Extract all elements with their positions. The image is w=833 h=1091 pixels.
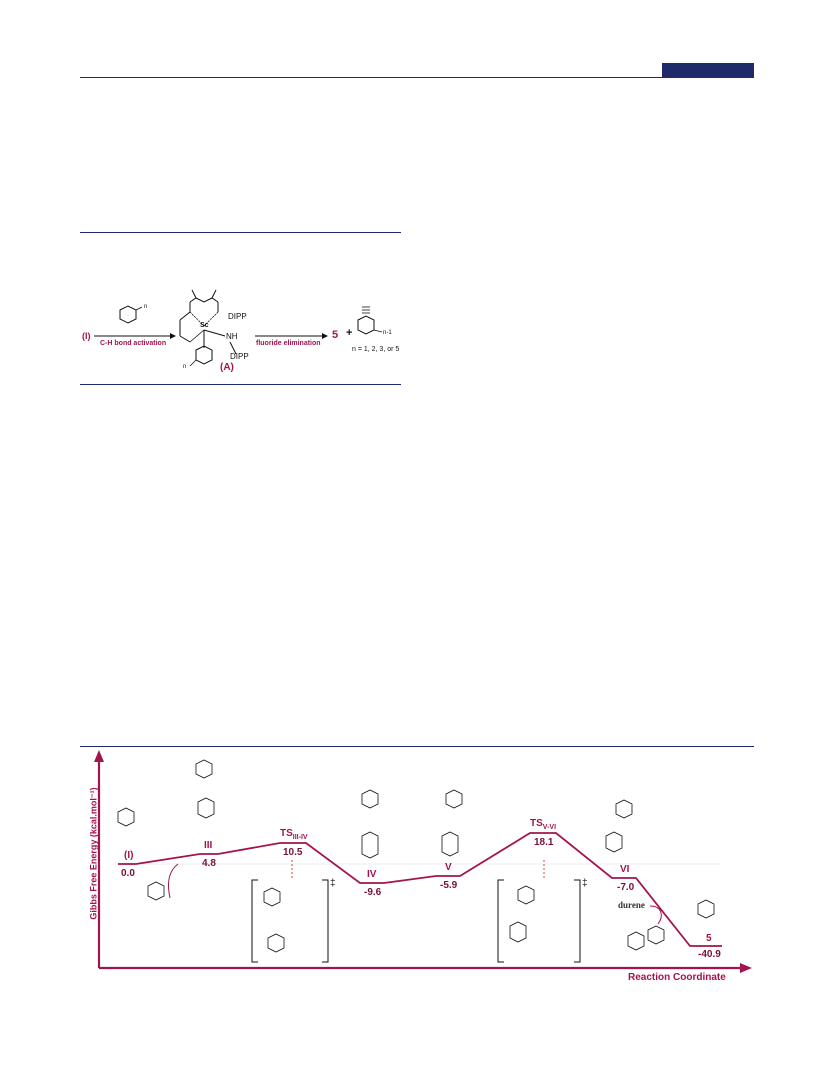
intermediate-label: (A) <box>220 362 234 373</box>
scheme-top-rule <box>80 232 401 233</box>
energy-value-v: -5.9 <box>440 880 458 891</box>
energy-value-i: 0.0 <box>121 868 135 879</box>
metal-label: Sc <box>200 322 209 329</box>
figure-top-rule <box>80 746 754 747</box>
dipp-label-1: DIPP <box>228 312 247 321</box>
ts2-sub: V-VI <box>542 824 557 831</box>
intermediate-sub: n <box>183 364 187 370</box>
ts1-sub: III-IV <box>292 834 308 841</box>
species-label-ts1: TSIII-IV <box>280 828 308 841</box>
scheme-bottom-rule <box>80 384 401 385</box>
species-label-iv: IV <box>367 869 377 880</box>
ts1-marker: ‡ <box>330 878 336 889</box>
ts2-main: TS <box>530 818 543 829</box>
species-label-i: (I) <box>124 850 134 861</box>
energy-value-iii: 4.8 <box>202 858 216 869</box>
structure-sketches <box>117 759 715 953</box>
durene-label: durene <box>618 900 645 910</box>
header-tab <box>662 63 754 78</box>
step2-label: fluoride elimination <box>256 340 321 347</box>
dipp-label-2: DIPP <box>230 352 249 361</box>
species-label-5: 5 <box>706 933 712 944</box>
energy-value-ts1: 10.5 <box>283 847 303 858</box>
energy-value-ts2: 18.1 <box>534 837 554 848</box>
ts1-main: TS <box>280 828 293 839</box>
scheme-drawing <box>94 289 383 367</box>
product-number: 5 <box>332 329 339 341</box>
reagent-sub: n <box>144 304 148 310</box>
step1-label: C-H bond activation <box>100 340 167 347</box>
ts2-marker: ‡ <box>582 878 588 889</box>
energy-profile <box>94 750 752 973</box>
x-axis-label: Reaction Coordinate <box>628 972 726 983</box>
n-values: n = 1, 2, 3, or 5 <box>352 346 400 353</box>
species-label-vi: VI <box>620 864 630 875</box>
nh-label: NH <box>226 332 238 341</box>
product-sub: n-1 <box>383 330 392 336</box>
energy-value-vi: -7.0 <box>617 882 635 893</box>
reaction-scheme: (I) n C-H bond activation Sc DIPP NH DIP… <box>80 280 420 380</box>
header-rule <box>80 77 754 78</box>
y-axis-label: Gibbs Free Energy (kcal.mol⁻¹) <box>88 787 99 920</box>
scheme-start-label: (I) <box>82 331 91 341</box>
energy-diagram: Gibbs Free Energy (kcal.mol⁻¹) Reaction … <box>0 740 833 1000</box>
energy-value-5: -40.9 <box>698 949 721 960</box>
plus-sign: + <box>346 327 353 339</box>
energy-value-iv: -9.6 <box>364 887 382 898</box>
species-label-iii: III <box>204 840 213 851</box>
species-label-ts2: TSV-VI <box>530 818 556 831</box>
species-label-v: V <box>445 862 452 873</box>
